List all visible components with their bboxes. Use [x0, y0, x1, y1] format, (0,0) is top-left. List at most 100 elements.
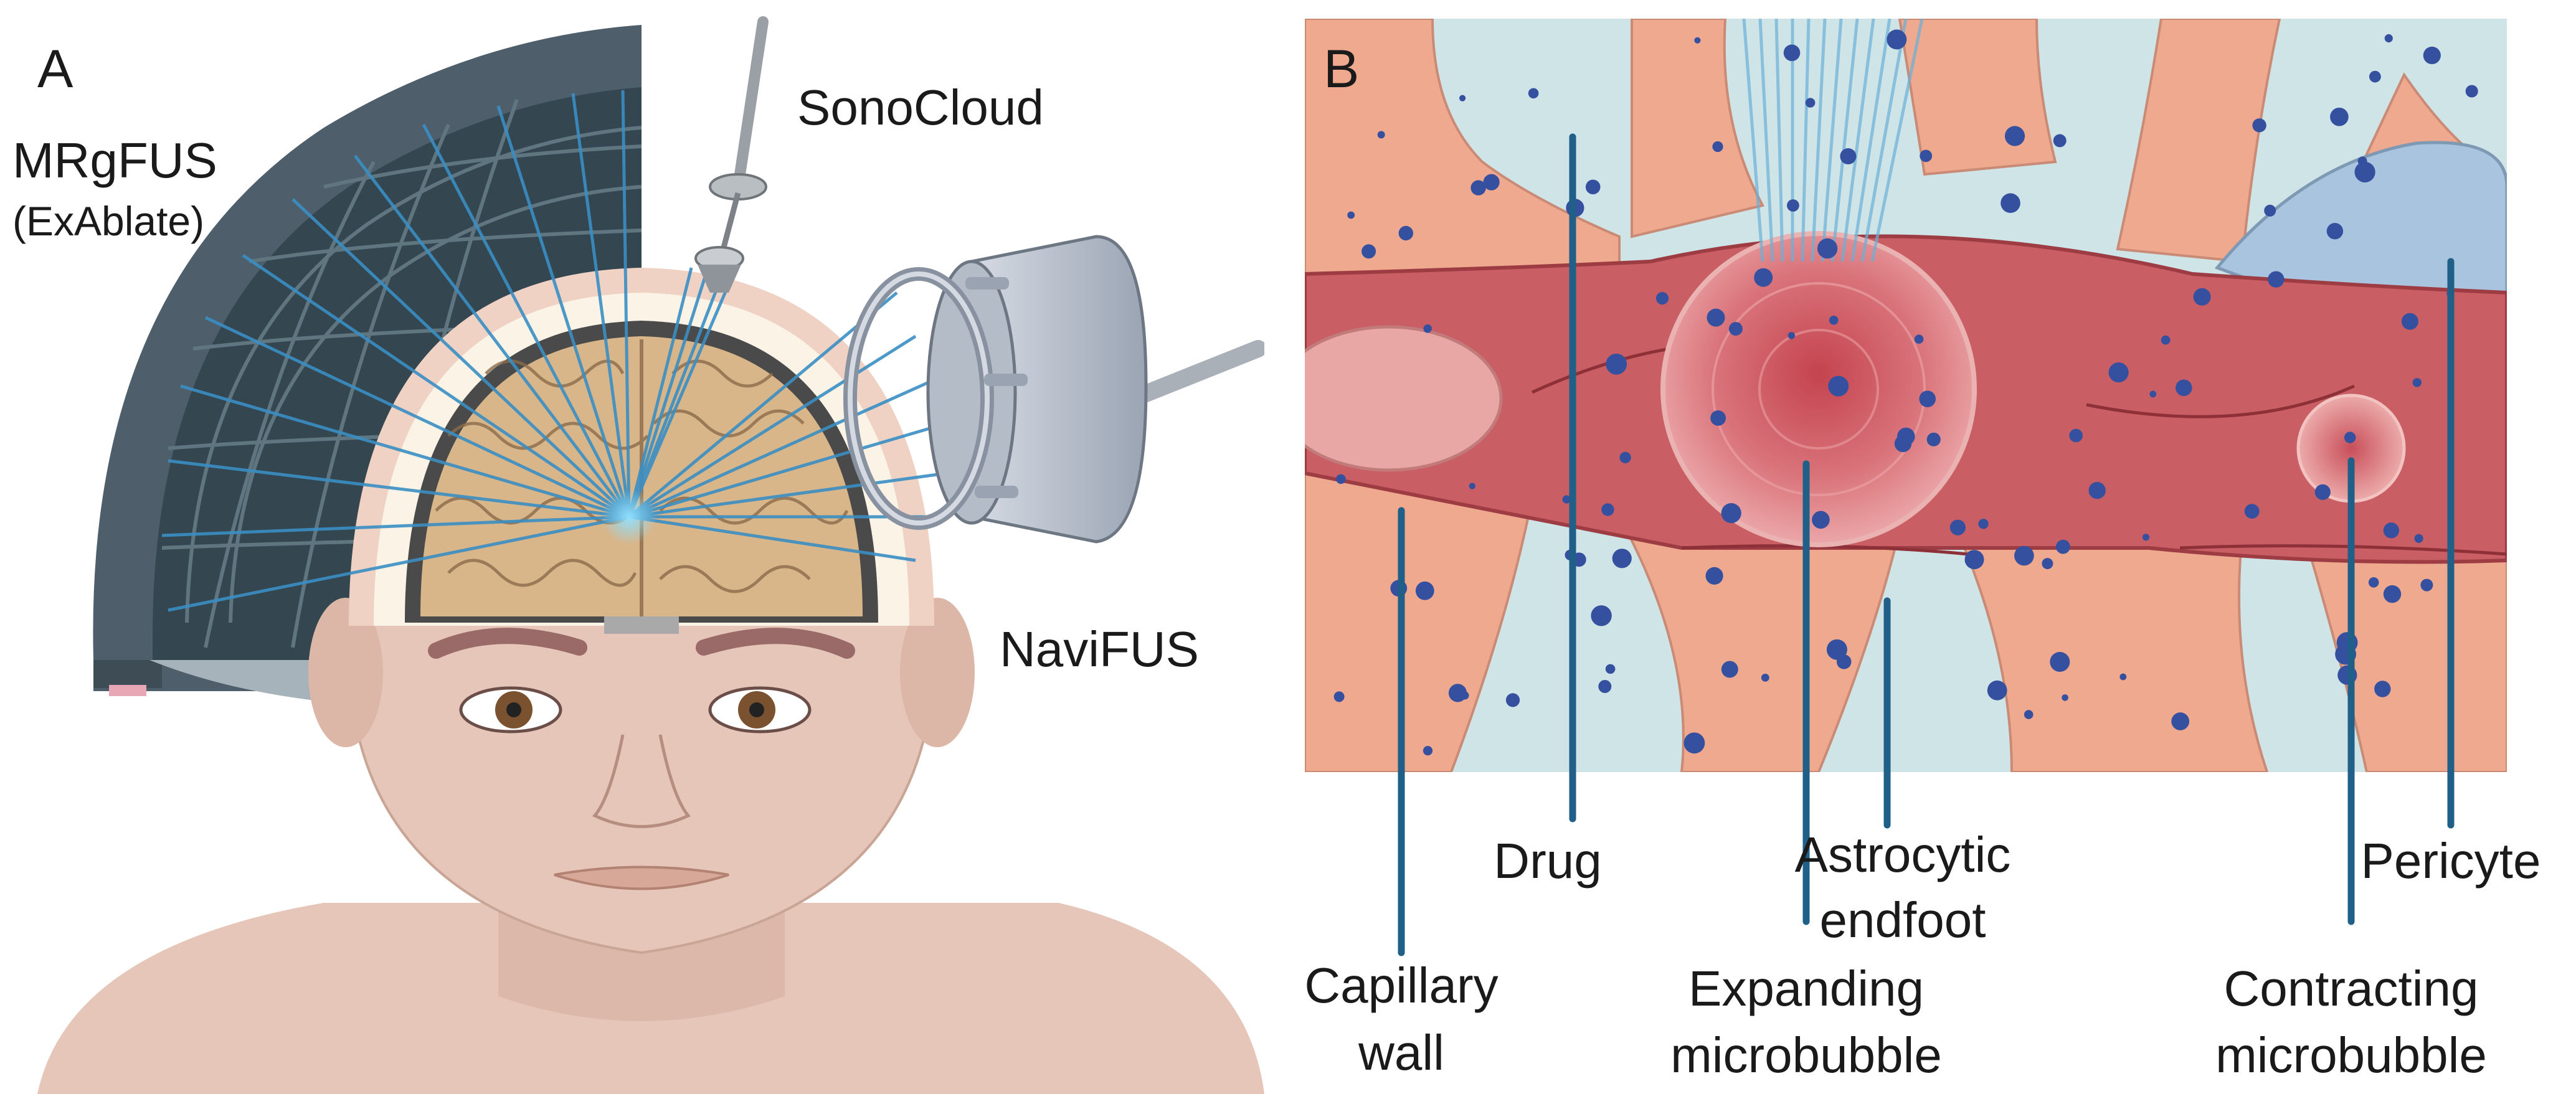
beam-b-line-6 — [1821, 19, 1843, 262]
drug-particle — [1601, 503, 1614, 516]
drug-particle — [2176, 379, 2192, 397]
drug-particle — [1377, 131, 1385, 139]
drug-particle — [1836, 654, 1852, 669]
drug-particle — [2369, 70, 2381, 83]
beam-line-15 — [627, 276, 734, 517]
beam-line-7 — [354, 154, 630, 518]
drug-particle — [1598, 680, 1612, 693]
panel-b-label: B — [1324, 39, 1359, 99]
leader-lines — [1398, 133, 2455, 956]
drug-particle — [1415, 581, 1434, 600]
beam-line-9 — [496, 105, 631, 517]
drug-particle — [2344, 431, 2356, 443]
beam-line-22 — [628, 515, 916, 562]
navifus-label: NaviFUS — [1000, 621, 1199, 677]
beam-line-2 — [168, 459, 630, 519]
drug-particle — [2244, 504, 2260, 519]
drug-particle — [1585, 179, 1601, 195]
drug-particle — [2264, 204, 2276, 217]
drug-particle — [2042, 558, 2053, 570]
capillary-label-line1: Capillary — [1304, 958, 1498, 1013]
drug-particle — [1721, 661, 1738, 678]
drug-particle — [2069, 428, 2083, 443]
drug-particle — [2333, 115, 2345, 126]
drug-particle — [1914, 334, 1924, 344]
drug-particle — [2357, 156, 2367, 166]
drug-particle — [1817, 238, 1838, 259]
drug-particle — [1605, 664, 1616, 674]
drug-particle — [1333, 691, 1345, 702]
pericyte-label: Pericyte — [2361, 833, 2541, 889]
exablate-label: (ExAblate) — [12, 198, 204, 244]
beam-b-line-5 — [1811, 19, 1827, 262]
drug-particle — [2383, 585, 2402, 603]
drug-particle — [1612, 549, 1632, 568]
drug-particle — [1840, 148, 1857, 164]
capillary-label-line2: wall — [1358, 1025, 1444, 1080]
drug-particle — [1470, 180, 1486, 196]
drug-particle — [2014, 545, 2034, 566]
beam-line-19 — [628, 422, 947, 519]
drug-particle — [2108, 362, 2129, 383]
drug-particle — [2420, 578, 2433, 592]
beam-line-3 — [180, 384, 630, 519]
drug-particle — [1528, 88, 1539, 99]
drug-particle — [1591, 605, 1612, 626]
drug-particle — [2268, 271, 2285, 288]
drug-particle — [1805, 98, 1816, 108]
drug-particle — [1448, 684, 1467, 702]
drug-particle — [2024, 710, 2034, 719]
drug-particle — [1826, 639, 1847, 660]
panel-a: A MRgFUS (ExAblate) SonoCloud NaviFUS — [12, 16, 1264, 1094]
drug-particle — [1361, 244, 1376, 259]
drug-particle — [1783, 44, 1801, 62]
drug-particle — [1788, 332, 1795, 339]
drug-particle — [1920, 149, 1933, 163]
drug-particle — [2171, 712, 2190, 730]
beam-line-8 — [422, 123, 631, 518]
drug-particle — [2001, 193, 2020, 214]
drug-particle — [1606, 353, 1627, 375]
beam-line-18 — [628, 378, 935, 519]
drug-particle — [1754, 268, 1773, 287]
navifus-device — [843, 235, 1264, 544]
drug-label: Drug — [1494, 833, 1601, 889]
drug-particle — [1926, 432, 1941, 446]
drug-particles — [1333, 29, 2478, 756]
drug-particle — [2374, 681, 2391, 697]
drug-particle — [2161, 335, 2171, 345]
contracting-label-line1: Contracting — [2223, 961, 2478, 1016]
endothelial-nucleus — [1305, 325, 1503, 472]
drug-particle — [1347, 211, 1355, 219]
drug-particle — [1707, 308, 1725, 327]
sonocloud-device — [694, 16, 769, 293]
drug-particle — [1469, 483, 1475, 489]
drug-particle — [1829, 316, 1839, 325]
drug-particle — [1812, 511, 1830, 529]
drug-particle — [1683, 732, 1705, 754]
drug-particle — [1761, 674, 1769, 682]
drug-particle — [1728, 322, 1743, 336]
contracting-label-line2: microbubble — [2215, 1027, 2487, 1083]
drug-particle — [1919, 390, 1936, 407]
beam-line-6 — [291, 198, 630, 518]
drug-particle — [2149, 390, 2157, 398]
drug-particle — [1459, 95, 1466, 101]
beam-line-13 — [627, 270, 709, 517]
drug-particle — [2088, 482, 2106, 499]
drug-particle — [1828, 375, 1849, 397]
drug-particle — [2368, 577, 2379, 588]
drug-particle — [1949, 519, 1966, 535]
expanding-microbubble — [1660, 231, 1977, 547]
beam-line-16 — [628, 291, 898, 518]
beam-b-line-10 — [1860, 19, 1908, 262]
drug-particle — [1694, 37, 1701, 44]
expanding-label-line1: Expanding — [1688, 961, 1924, 1016]
beam-line-11 — [621, 90, 631, 517]
expanding-label-line2: microbubble — [1670, 1027, 1942, 1083]
drug-particle — [2053, 134, 2067, 148]
beam-line-20 — [628, 471, 947, 519]
sonocloud-label: SonoCloud — [797, 80, 1044, 135]
drug-particle — [1978, 519, 1989, 529]
